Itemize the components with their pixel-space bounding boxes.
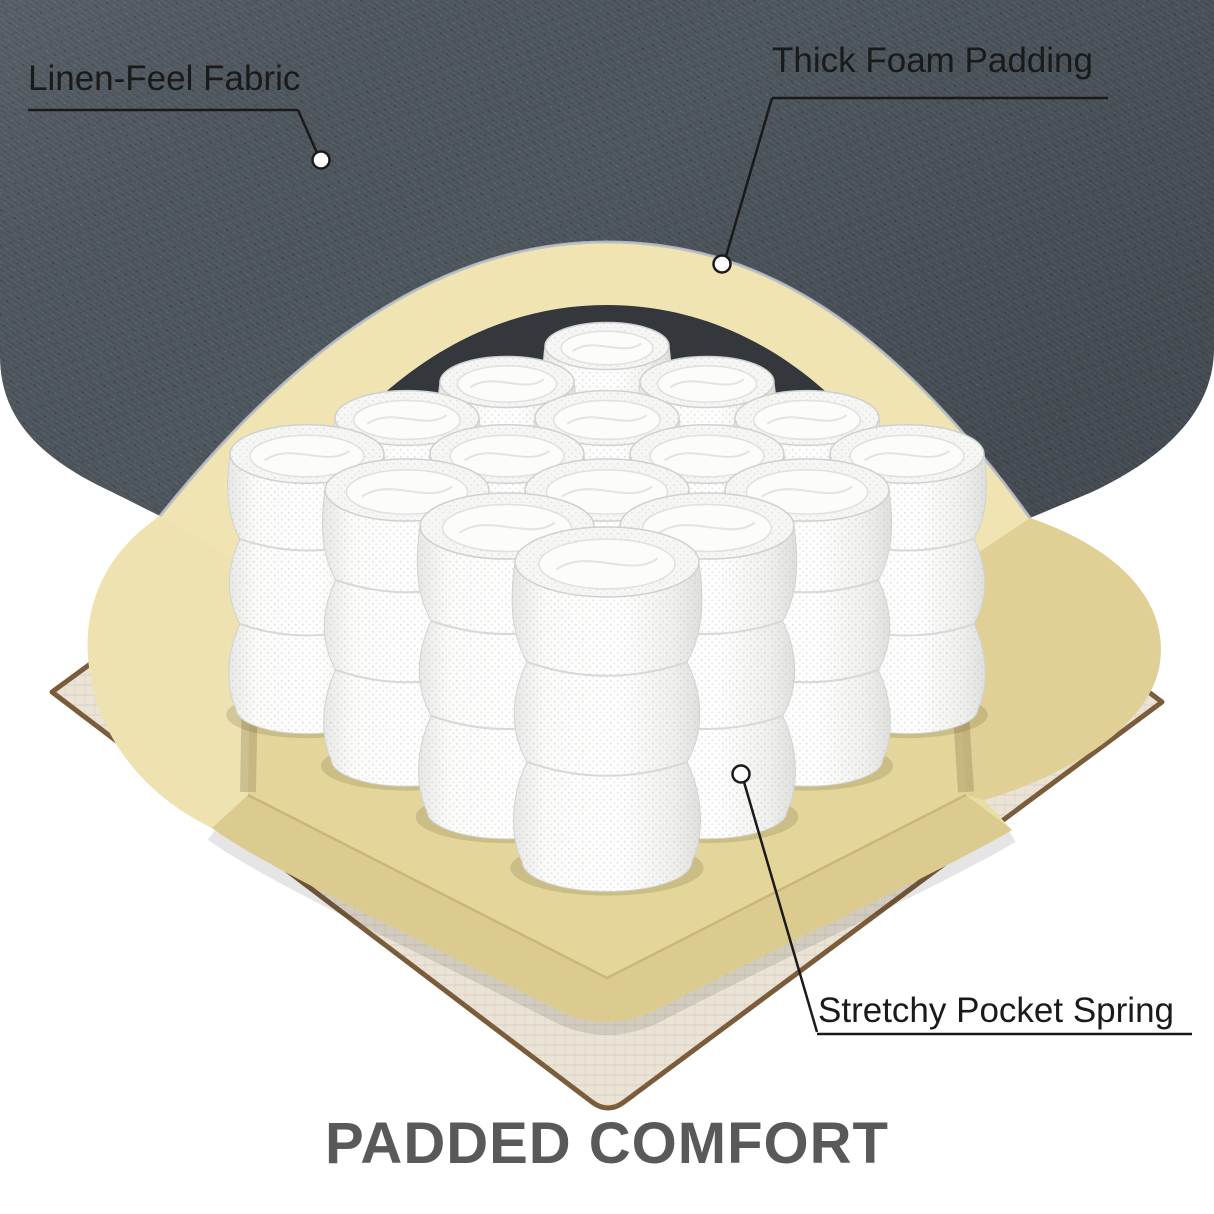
callout-leader-foam: [724, 97, 774, 257]
foam-cut-band: [160, 242, 1030, 570]
fabric-cut-rim: [158, 240, 1032, 519]
callout-marker-foam: [712, 254, 732, 274]
foam-arm-left-face: [87, 516, 253, 828]
floor-front-crease: [247, 793, 967, 980]
foam-contact-shadow: [207, 828, 1016, 1035]
callout-marker-spring: [731, 764, 751, 784]
callout-label-foam: Thick Foam Padding: [772, 41, 1093, 80]
callout-label-spring: Stretchy Pocket Spring: [818, 991, 1174, 1030]
base-fabric-layer: [52, 286, 1162, 1108]
callout-label-fabric: Linen-Feel Fabric: [28, 59, 301, 98]
callout-lines: [28, 96, 1192, 1036]
callout-leader-spring: [742, 781, 819, 1033]
callout-leader-fabric: [296, 109, 319, 154]
caption-title: PADDED COMFORT: [325, 1111, 889, 1176]
pocket-springs-grid: [226, 321, 988, 896]
callout-marker-fabric: [311, 150, 331, 170]
foam-arm-right-face: [952, 518, 1161, 800]
